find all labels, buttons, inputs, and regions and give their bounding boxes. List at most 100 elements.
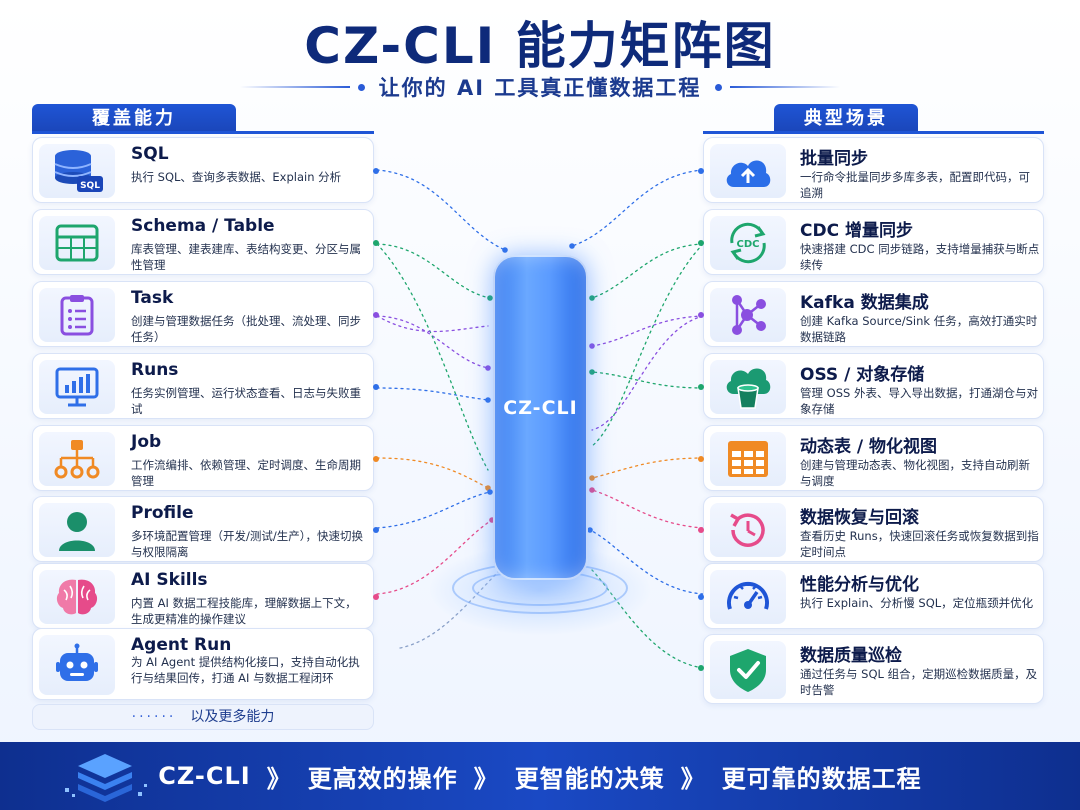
cdc-sync-icon: CDC — [710, 216, 786, 270]
cloud-bucket-icon — [710, 360, 786, 414]
connector-dot — [373, 527, 379, 533]
card-desc: 为 AI Agent 提供结构化接口，支持自动化执行与结果回传，打通 AI 与数… — [131, 655, 360, 685]
card-desc: 通过任务与 SQL 组合，定期巡检数据质量，及时告警 — [800, 667, 1038, 697]
banner-separator: 》 — [680, 764, 706, 793]
left-section-header: 覆盖能力 — [32, 104, 236, 134]
connector-dot — [698, 240, 704, 246]
card-desc: 创建与管理数据任务（批处理、流处理、同步任务） — [131, 314, 361, 344]
svg-text:SQL: SQL — [80, 181, 100, 191]
kafka-network-icon — [710, 288, 786, 342]
svg-text:CDC: CDC — [737, 239, 760, 250]
robot-icon — [39, 635, 115, 695]
card-desc: 管理 OSS 外表、导入导出数据，打通湖仓与对象存储 — [800, 386, 1038, 416]
subtitle-line-left — [239, 86, 350, 88]
speedometer-icon — [710, 570, 786, 624]
subtitle-dot-left — [357, 83, 365, 91]
card-title: 数据恢复与回滚 — [800, 508, 919, 528]
page-title: CZ-CLI 能力矩阵图 — [304, 17, 776, 75]
link-restore — [591, 489, 704, 529]
capability-card-ai-skills[interactable]: AI Skills 内置 AI 数据工程技能库，理解数据上下文，生成更精准的操作… — [32, 563, 379, 629]
connector-dot — [698, 527, 704, 533]
core-label: CZ-CLI — [503, 397, 578, 419]
scenario-card-dynamic-table[interactable]: 动态表 / 物化视图 创建与管理动态表、物化视图，支持自动刷新与调度 — [698, 425, 1044, 491]
card-desc: 一行命令批量同步多库多表，配置即代码，可追溯 — [800, 170, 1030, 200]
link-cdc — [591, 243, 704, 299]
scenario-card-batch-sync[interactable]: 批量同步 一行命令批量同步多库多表，配置即代码，可追溯 — [698, 137, 1044, 203]
clipboard-task-icon — [39, 288, 115, 342]
link-mv — [591, 457, 704, 479]
user-profile-icon — [39, 503, 115, 557]
card-desc: 任务实例管理、运行状态查看、日志与失败重试 — [131, 386, 361, 416]
banner-part-smart: 更智能的决策 — [514, 764, 665, 793]
monitor-chart-icon — [39, 360, 115, 414]
subtitle-dot-right — [715, 83, 723, 91]
history-restore-icon — [710, 503, 786, 557]
right-section-header: 典型场景 — [774, 104, 918, 134]
card-title: Profile — [131, 503, 194, 523]
card-title: Runs — [131, 360, 179, 380]
capability-card-profile[interactable]: Profile 多环境配置管理（开发/测试/生产），快速切换与权限隔离 — [32, 496, 379, 562]
link-schema — [376, 243, 491, 299]
card-title: Agent Run — [131, 635, 232, 655]
table-schema-icon — [39, 216, 115, 270]
scenario-card-quality[interactable]: 数据质量巡检 通过任务与 SQL 组合，定期巡检数据质量，及时告警 — [698, 634, 1044, 704]
stacked-layers-icon — [60, 748, 150, 810]
page-subtitle: 让你的 AI 工具真正懂数据工程 — [378, 76, 702, 100]
connector-dot — [373, 384, 379, 390]
connector-dot — [698, 168, 704, 174]
card-title: OSS / 对象存储 — [800, 365, 925, 385]
card-desc: 执行 SQL、查询多表数据、Explain 分析 — [131, 170, 342, 184]
card-desc: 执行 Explain、分析慢 SQL，定位瓶颈并优化 — [800, 596, 1034, 610]
capability-card-task[interactable]: Task 创建与管理数据任务（批处理、流处理、同步任务） — [32, 281, 379, 347]
connector-dot — [698, 456, 704, 462]
banner-separator: 》 — [266, 764, 292, 793]
connector-dot — [373, 312, 379, 318]
link-kafka — [591, 315, 704, 347]
card-title: 数据质量巡检 — [800, 646, 902, 666]
connector-dot — [698, 384, 704, 390]
cloud-upload-icon — [710, 144, 786, 198]
capability-card-sql[interactable]: SQL SQL 执行 SQL、查询多表数据、Explain 分析 — [32, 137, 379, 203]
connector-dot — [373, 168, 379, 174]
card-desc: 内置 AI 数据工程技能库，理解数据上下文，生成更精准的操作建议 — [131, 596, 357, 626]
left-section-rule — [32, 131, 374, 134]
capability-card-runs[interactable]: Runs 任务实例管理、运行状态查看、日志与失败重试 — [32, 353, 379, 419]
connector-dot — [373, 456, 379, 462]
scenario-card-performance[interactable]: 性能分析与优化 执行 Explain、分析慢 SQL，定位瓶颈并优化 — [698, 563, 1044, 629]
more-capabilities-link[interactable]: ······以及更多能力 — [32, 704, 374, 730]
link-sql — [376, 169, 506, 251]
scenario-card-restore[interactable]: 数据恢复与回滚 查看历史 Runs，快速回滚任务或恢复数据到指定时间点 — [698, 496, 1044, 562]
card-title: Job — [131, 432, 162, 452]
connector-dot — [698, 594, 704, 600]
capability-card-job[interactable]: Job 工作流编排、依赖管理、定时调度、生命周期管理 — [32, 425, 379, 491]
scenario-card-kafka[interactable]: Kafka 数据集成 创建 Kafka Source/Sink 任务，高效打通实… — [698, 281, 1044, 347]
link-perf — [589, 529, 704, 595]
scenario-card-cdc[interactable]: CDC CDC 增量同步 快速搭建 CDC 同步链路，支持增量捕获与断点续传 — [698, 209, 1044, 275]
bottom-banner: CZ-CLI 》 更高效的操作 》 更智能的决策 》 更可靠的数据工程 — [0, 742, 1080, 810]
link-profile — [376, 491, 491, 529]
banner-part-efficient: 更高效的操作 — [307, 764, 458, 793]
brain-icon — [39, 570, 115, 624]
card-desc: 工作流编排、依赖管理、定时调度、生命周期管理 — [131, 458, 361, 488]
capability-card-schema[interactable]: Schema / Table 库表管理、建表建库、表结构变更、分区与属性管理 — [32, 209, 379, 275]
capability-card-agent-run[interactable]: Agent Run 为 AI Agent 提供结构化接口，支持自动化执行与结果回… — [32, 628, 374, 700]
link-y1 — [591, 243, 704, 447]
link-x1 — [376, 243, 489, 471]
link-x2 — [376, 315, 489, 333]
scenario-card-oss[interactable]: OSS / 对象存储 管理 OSS 外表、导入导出数据，打通湖仓与对象存储 — [698, 353, 1044, 419]
more-label: 以及更多能力 — [190, 709, 275, 725]
card-title: 动态表 / 物化视图 — [800, 437, 938, 457]
card-title: 批量同步 — [800, 149, 868, 169]
card-desc: 查看历史 Runs，快速回滚任务或恢复数据到指定时间点 — [800, 529, 1039, 559]
banner-part-brand: CZ-CLI — [158, 762, 251, 790]
card-title: Kafka 数据集成 — [800, 293, 929, 313]
link-job — [376, 457, 489, 489]
card-desc: 快速搭建 CDC 同步链路，支持增量捕获与断点续传 — [800, 242, 1040, 272]
link-aiskills — [376, 519, 493, 595]
banner-slogan: CZ-CLI 》 更高效的操作 》 更智能的决策 》 更可靠的数据工程 — [0, 742, 1080, 810]
card-title: 性能分析与优化 — [800, 575, 919, 595]
grid-table-icon — [710, 432, 786, 486]
link-task — [376, 315, 489, 369]
